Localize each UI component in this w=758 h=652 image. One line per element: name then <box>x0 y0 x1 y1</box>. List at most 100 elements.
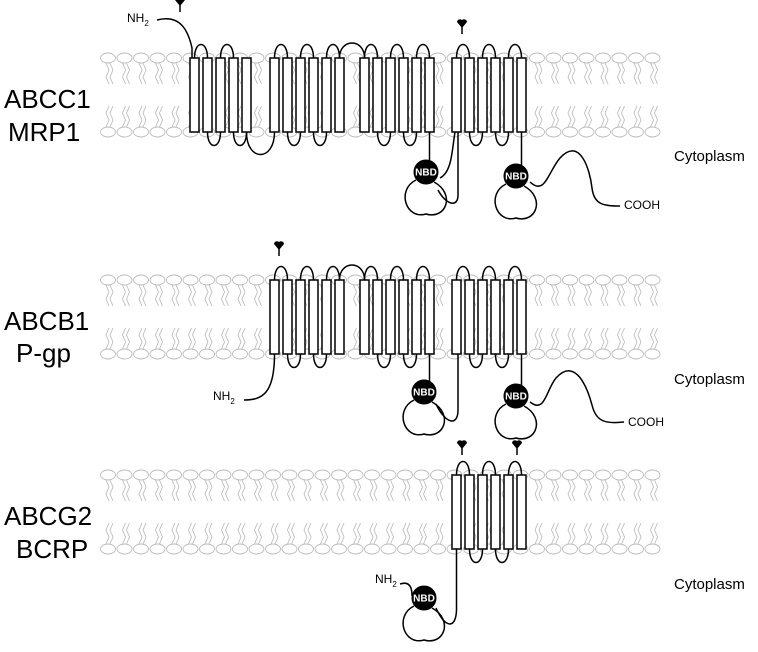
lipid-head <box>265 469 281 481</box>
lipid-head <box>265 543 281 555</box>
abcc1-tmd2-tm-helix <box>372 57 383 133</box>
abcg2-tmd-tm-helix <box>477 474 488 550</box>
abcc1-glycosylation-icon <box>457 19 467 28</box>
abcg2-name: ABCG2 <box>4 501 92 531</box>
abcb1-tmd2-tm-helix <box>372 279 383 355</box>
abcc1-tmd2-tm-helix <box>424 57 435 133</box>
abcc1-tmd1-intracellular-loop <box>312 131 328 147</box>
abcb1-c-terminal-tail <box>529 370 625 424</box>
lipid-head <box>248 348 265 360</box>
abcb1-tmd3-extracellular-loop <box>481 265 497 281</box>
abcb1-tmd3-extracellular-loop <box>455 265 471 281</box>
protein-abcb1: NBD NBD <box>243 241 625 440</box>
lipid-head <box>628 126 644 138</box>
abcb1-tmd1-extracellular-loop <box>299 265 315 281</box>
abcb1-nbd2-domain-loop <box>494 403 538 440</box>
abcb1-tmd3-tm-helix <box>516 279 527 355</box>
lipid-head <box>100 126 116 138</box>
abcc1-tmd3-extracellular-loop <box>455 43 471 59</box>
abcc1-tmd1-tm-helix <box>269 57 280 133</box>
abcc1-tmd1-tm-helix <box>282 57 293 133</box>
lipid-head <box>628 348 644 360</box>
abcg2-n-terminus-label: NH2 <box>375 572 397 589</box>
lipid-head <box>166 469 182 481</box>
abcg2-tmd-tm-helix <box>490 474 501 550</box>
lipid-head <box>232 274 248 286</box>
abcb1-nbd1-label: NBD <box>413 388 435 399</box>
abcc1-n-terminus-label: NH2 <box>127 11 149 28</box>
lipid-head <box>133 348 149 360</box>
lipid-head <box>232 348 248 360</box>
lipid-head <box>215 348 232 360</box>
lipid-head <box>578 543 595 555</box>
lipid-head <box>545 52 562 64</box>
abcc1-tmd0-tm-helix <box>202 57 213 133</box>
lipid-head <box>562 543 578 555</box>
abcc1-tmd1-extracellular-loop <box>299 43 315 59</box>
protein-abcc1: NBD NBD <box>156 0 621 220</box>
abcb1-tmd1-extracellular-loop <box>273 265 289 281</box>
abcc1-nbd2-label: NBD <box>505 172 527 183</box>
lipid-head <box>595 126 611 138</box>
abcc1-extracellular-linker <box>338 42 366 59</box>
lipid-head <box>116 274 133 286</box>
abcb1-tmd2-extracellular-loop <box>389 265 405 281</box>
abcc1-tmd3-intracellular-loop <box>468 131 484 147</box>
lipid-head <box>116 52 133 64</box>
abcc1-tmd2-intracellular-loop <box>376 131 392 147</box>
lipid-head <box>611 469 628 481</box>
lipid-head <box>347 469 364 481</box>
abcc1-tmd2-tm-helix <box>385 57 396 133</box>
membrane-abcg2 <box>100 469 661 555</box>
protein-abcg2: NBD <box>399 440 527 642</box>
abcb1-tmd3-intracellular-loop <box>468 353 484 369</box>
lipid-head <box>100 469 116 481</box>
abcb1-nbd2-label: NBD <box>505 392 527 403</box>
lipid-head <box>562 469 578 481</box>
abcb1-tmd1-tm-helix <box>295 279 306 355</box>
abcb1-tmd3-intracellular-loop <box>494 353 510 369</box>
abcb1-tmd2-tm-helix <box>385 279 396 355</box>
abcg2-tmd-intracellular-loop <box>468 548 484 564</box>
abcc1-tmd3-tm-helix <box>503 57 514 133</box>
abcc1-nbd1 <box>413 159 439 185</box>
abcc1-tmd3-tm-helix <box>516 57 527 133</box>
lipid-head <box>199 469 215 481</box>
abcb1-tmd1-tm-helix <box>321 279 332 355</box>
lipid-head <box>281 469 298 481</box>
lipid-head <box>529 469 545 481</box>
lipid-head <box>100 52 116 64</box>
lipid-head <box>281 543 298 555</box>
abcb1-nbd1-domain-loop <box>402 399 446 436</box>
abcg2-tmd-tm-helix <box>516 474 527 550</box>
abcg2-n-terminal-tail <box>399 582 413 597</box>
abcc1-tmd3-extracellular-loop <box>507 43 523 59</box>
mrp1-name: MRP1 <box>8 117 80 147</box>
abcc1-tmd0-tm-helix <box>189 57 200 133</box>
abcc1-nbd1-label: NBD <box>415 168 437 179</box>
lipid-head <box>628 52 644 64</box>
lipid-head <box>578 52 595 64</box>
lipid-head <box>100 274 116 286</box>
lipid-head <box>166 126 182 138</box>
lipid-head <box>298 543 314 555</box>
abcc1-name: ABCC1 <box>4 84 91 114</box>
lipid-head <box>166 348 182 360</box>
abcc1-tmd2-tm-helix <box>411 57 422 133</box>
lipid-head <box>248 543 265 555</box>
abcg2-nbd <box>411 585 437 611</box>
abcc1-nbd2 <box>503 163 529 189</box>
abcc1-tmd0-intracellular-loop <box>206 131 222 147</box>
lipid-head <box>562 126 578 138</box>
lipid-head <box>133 52 149 64</box>
pgp-name: P-gp <box>16 338 71 368</box>
abcg2-nbd-label: NBD <box>413 594 435 605</box>
abcb1-glycosylation-icon <box>274 241 284 250</box>
lipid-head <box>116 543 133 555</box>
abcb1-tmd1-intracellular-loop <box>312 353 328 369</box>
abcc1-tmd3-intracellular-loop <box>494 131 510 147</box>
lipid-head <box>529 348 545 360</box>
lipid-head <box>628 469 644 481</box>
abcc1-nbd1-domain-loop <box>404 179 448 216</box>
lipid-head <box>595 469 611 481</box>
